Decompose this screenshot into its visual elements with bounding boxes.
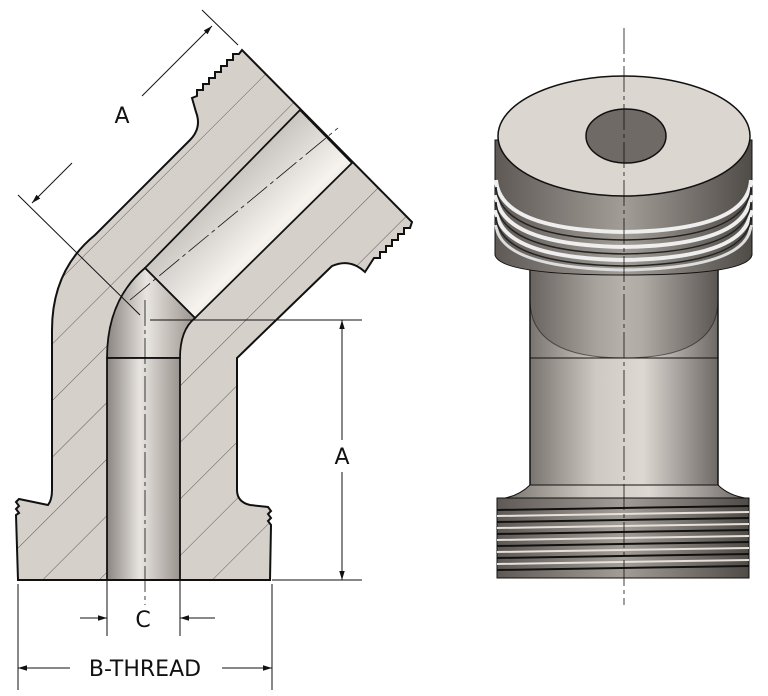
dim-vertical-label: A [334,445,349,470]
bottom-threads [496,497,750,579]
dimensions [17,9,362,690]
isometric-view [494,28,753,605]
section-view [14,48,414,605]
top-bore-hole [585,108,667,164]
centerline-arm [129,127,339,301]
dim-bore-label: C [135,608,150,633]
elbow-bore [106,266,197,359]
vertical-bore [106,357,181,581]
bottom-flange [504,484,746,499]
dim-arm-label: A [114,104,129,129]
dim-thread-label: B-THREAD [89,657,201,682]
fitting-section-body [14,48,414,581]
